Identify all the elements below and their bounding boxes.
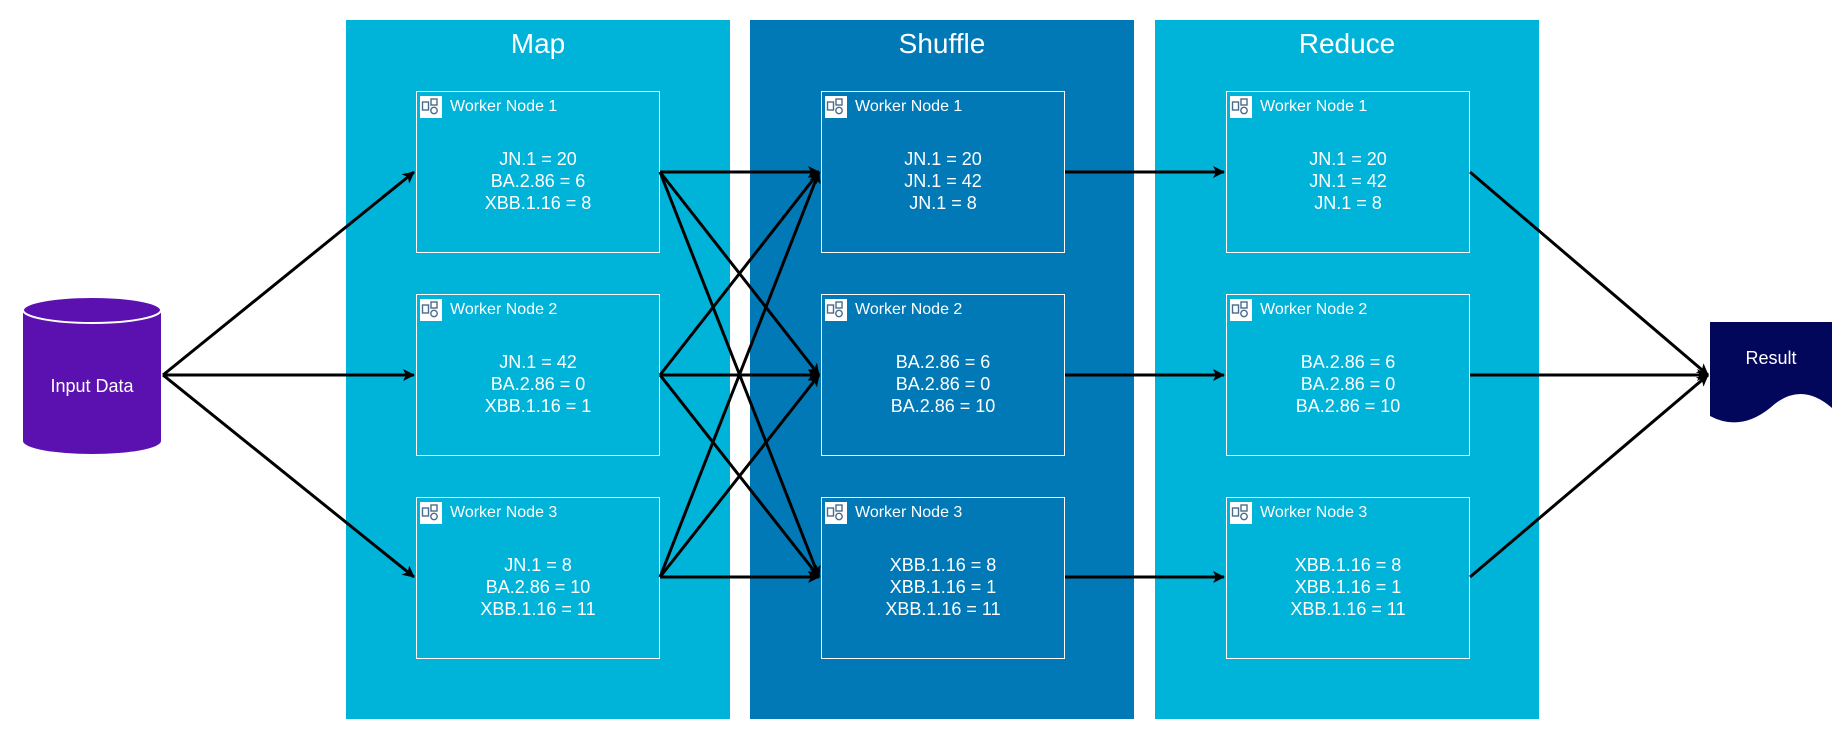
node-line: BA.2.86 = 10 bbox=[485, 577, 591, 597]
node-line: BA.2.86 = 6 bbox=[895, 352, 991, 372]
result-document bbox=[1710, 322, 1832, 423]
node-line: XBB.1.16 = 8 bbox=[484, 193, 592, 213]
map-stage-title: Map bbox=[510, 28, 566, 59]
node-line: JN.1 = 42 bbox=[1309, 171, 1387, 191]
node-line: XBB.1.16 = 11 bbox=[885, 599, 1001, 619]
node-line: JN.1 = 8 bbox=[909, 193, 977, 213]
compute-icon bbox=[824, 95, 848, 119]
node-line: BA.2.86 = 6 bbox=[490, 171, 586, 191]
node-line: BA.2.86 = 0 bbox=[895, 374, 991, 394]
node-line: XBB.1.16 = 1 bbox=[1294, 577, 1402, 597]
input-data-label: Input Data bbox=[50, 376, 134, 396]
node-label: Worker Node 3 bbox=[450, 504, 558, 521]
node-line: XBB.1.16 = 11 bbox=[480, 599, 596, 619]
compute-icon bbox=[824, 501, 848, 525]
node-line: XBB.1.16 = 8 bbox=[889, 555, 997, 575]
node-label: Worker Node 1 bbox=[855, 98, 963, 115]
compute-icon bbox=[419, 501, 443, 525]
reduce-stage-title: Reduce bbox=[1298, 28, 1396, 59]
node-line: BA.2.86 = 6 bbox=[1300, 352, 1396, 372]
node-label: Worker Node 3 bbox=[1260, 504, 1368, 521]
compute-icon bbox=[824, 298, 848, 322]
node-label: Worker Node 1 bbox=[1260, 98, 1368, 115]
node-label: Worker Node 2 bbox=[1260, 301, 1368, 318]
node-line: XBB.1.16 = 1 bbox=[484, 396, 592, 416]
compute-icon bbox=[1229, 298, 1253, 322]
node-line: BA.2.86 = 10 bbox=[890, 396, 996, 416]
compute-icon bbox=[419, 298, 443, 322]
node-line: JN.1 = 20 bbox=[499, 149, 577, 169]
node-line: BA.2.86 = 0 bbox=[490, 374, 586, 394]
node-line: JN.1 = 42 bbox=[904, 171, 982, 191]
node-label: Worker Node 1 bbox=[450, 98, 558, 115]
result-label: Result bbox=[1745, 348, 1797, 368]
node-line: BA.2.86 = 0 bbox=[1300, 374, 1396, 394]
compute-icon bbox=[1229, 95, 1253, 119]
node-line: BA.2.86 = 10 bbox=[1295, 396, 1401, 416]
node-line: JN.1 = 20 bbox=[904, 149, 982, 169]
node-label: Worker Node 2 bbox=[450, 301, 558, 318]
node-line: XBB.1.16 = 11 bbox=[1290, 599, 1406, 619]
compute-icon bbox=[419, 95, 443, 119]
node-line: JN.1 = 42 bbox=[499, 352, 577, 372]
node-label: Worker Node 2 bbox=[855, 301, 963, 318]
node-line: JN.1 = 8 bbox=[504, 555, 572, 575]
node-line: JN.1 = 20 bbox=[1309, 149, 1387, 169]
shuffle-stage-title: Shuffle bbox=[898, 28, 986, 59]
node-label: Worker Node 3 bbox=[855, 504, 963, 521]
node-line: XBB.1.16 = 1 bbox=[889, 577, 997, 597]
compute-icon bbox=[1229, 501, 1253, 525]
node-line: JN.1 = 8 bbox=[1314, 193, 1382, 213]
node-line: XBB.1.16 = 8 bbox=[1294, 555, 1402, 575]
